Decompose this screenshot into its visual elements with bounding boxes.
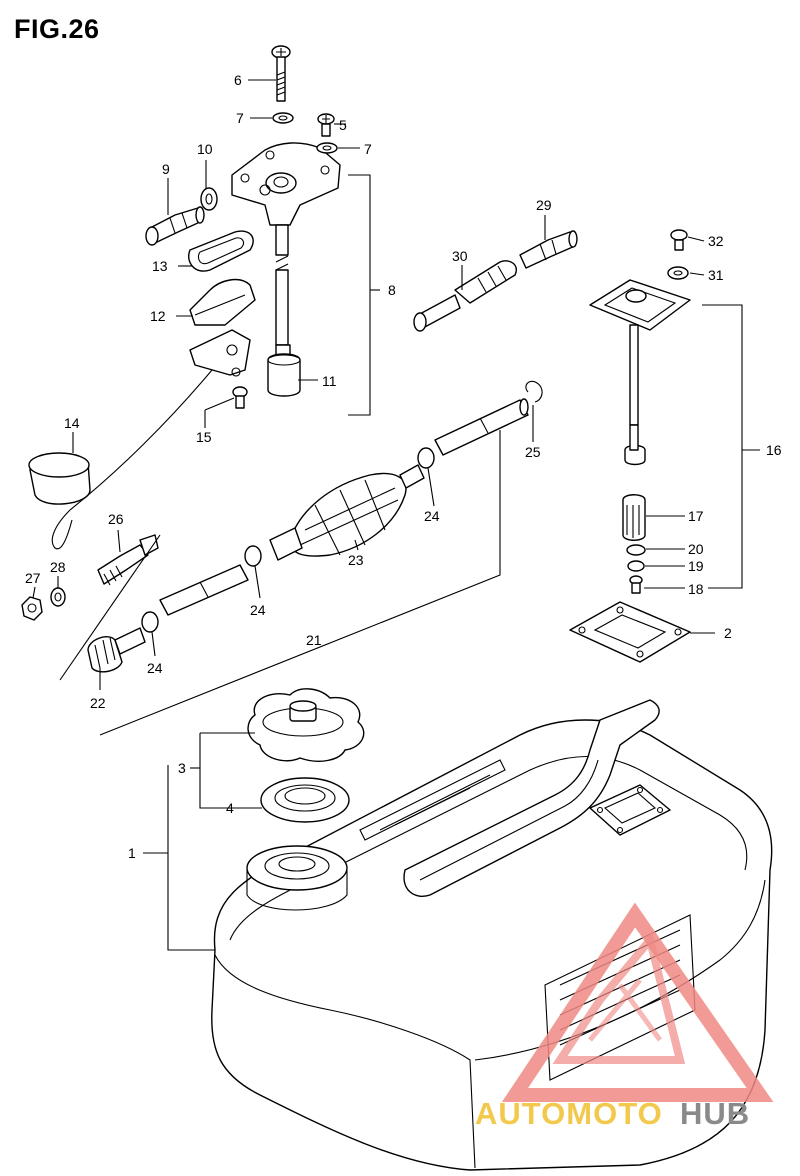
washer-28 (50, 587, 66, 607)
callout-13: 13 (152, 258, 168, 274)
callout-8: 8 (388, 282, 396, 298)
callout-24-b: 24 (147, 660, 163, 676)
callout-28: 28 (50, 559, 66, 575)
callout-10: 10 (197, 141, 213, 157)
watermark-text-hub: HUB (680, 1096, 750, 1131)
callout-9: 9 (162, 161, 170, 177)
callout-24-a: 24 (250, 602, 266, 618)
fuel-gauge-unit (589, 279, 691, 466)
callout-30: 30 (452, 248, 468, 264)
washer-19 (627, 560, 645, 572)
fuel-connector-assembly (231, 142, 341, 397)
filter-17 (622, 494, 646, 541)
screw-32 (670, 229, 688, 251)
screw-18 (629, 575, 643, 594)
callout-20: 20 (688, 541, 704, 557)
callout-14: 14 (64, 415, 80, 431)
callout-2: 2 (724, 625, 732, 641)
gasket-13 (188, 230, 254, 272)
screw-15 (232, 386, 248, 409)
callout-5: 5 (339, 117, 347, 133)
callout-12: 12 (150, 308, 166, 324)
washer-31 (667, 266, 689, 280)
figure-title: FIG.26 (14, 14, 100, 44)
callout-17: 17 (688, 508, 704, 524)
callout-29: 29 (536, 197, 552, 213)
cap-14 (28, 452, 91, 505)
callout-31: 31 (708, 267, 724, 283)
callout-26: 26 (108, 511, 124, 527)
screw-6 (271, 45, 291, 102)
callout-24-c: 24 (424, 508, 440, 524)
bracket-with-tether (51, 329, 251, 550)
cover-12 (189, 278, 256, 326)
callout-21: 21 (306, 632, 322, 648)
nut-27 (21, 596, 43, 621)
callout-1: 1 (128, 845, 136, 861)
tank-cap (247, 688, 365, 762)
callout-11: 11 (322, 373, 337, 389)
watermark-text-automoto: AUTOMOTO (475, 1096, 663, 1131)
callout-15: 15 (196, 429, 212, 445)
callout-23: 23 (348, 552, 364, 568)
washer-7-lower (316, 142, 338, 154)
callout-22: 22 (90, 695, 106, 711)
callout-numbers: 1 2 3 4 5 6 7 7 8 9 10 11 12 13 14 15 16… (25, 72, 782, 861)
fitting-26 (97, 534, 159, 586)
callout-7-upper: 7 (236, 110, 244, 126)
hose-connector-30 (413, 260, 517, 332)
washer-10 (200, 187, 218, 211)
screw-5 (317, 113, 335, 137)
callout-25: 25 (525, 444, 541, 460)
leader-lines (32, 79, 760, 951)
callout-7-lower: 7 (364, 141, 372, 157)
cap-gasket (260, 777, 350, 823)
callout-18: 18 (688, 581, 704, 597)
callout-6: 6 (234, 72, 242, 88)
watermark-logo: AUTOMOTO HUB (475, 902, 774, 1131)
callout-3: 3 (178, 760, 186, 776)
washer-7-upper (272, 112, 294, 124)
hose-fitting-9 (145, 206, 205, 246)
callout-27: 27 (25, 570, 41, 586)
hose-assembly (87, 380, 543, 673)
callout-32: 32 (708, 233, 724, 249)
washer-20 (626, 544, 646, 556)
watermark-triangle-icon (501, 902, 774, 1102)
callout-16: 16 (766, 442, 782, 458)
callout-4: 4 (226, 800, 234, 816)
fitting-29 (519, 230, 578, 269)
callout-19: 19 (688, 558, 704, 574)
gasket-2 (569, 601, 691, 663)
